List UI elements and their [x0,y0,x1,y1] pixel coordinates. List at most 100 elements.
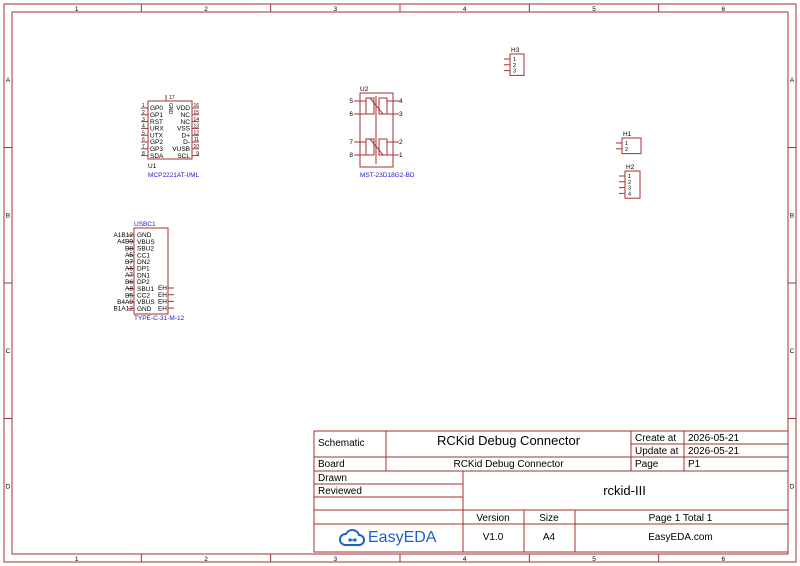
usbc1-pin-name: CC1 [137,252,150,259]
board-value: RCKid Debug Connector [453,459,564,470]
usbc1-body [133,227,169,315]
u1-pin-number: 11 [194,137,199,143]
u1-pin-name: SDA [150,153,164,160]
u1-designator: U1 [148,163,157,170]
h1-designator: H1 [623,131,632,138]
u1-pin-number: 14 [193,117,199,123]
usbc1-pin-name: SBU2 [137,246,154,253]
usbc1-pin-name: EH [158,299,167,306]
col-label: 4 [463,556,467,563]
usbc1-pin-name: EH [158,285,167,292]
version-value: V1.0 [482,532,504,543]
usbc1-pin-number: B1A12 [113,306,133,313]
usbc1-pin-number: A1B12 [113,232,133,239]
schematic-label: Schematic [318,438,365,449]
page-total: Page 1 Total 1 [648,513,713,524]
usbc1-pin-number: A8 [125,286,133,293]
u1-pin-number: 13 [193,124,199,130]
usbc1-pin-number: B7 [125,259,133,266]
u1-pin-name: RST [150,119,163,126]
u1-pin-number: 3 [142,117,145,123]
u1-body [147,100,193,160]
u1-pin-name: NC [181,112,191,119]
u1-pin-number: 7 [142,144,145,150]
u2-pin-number: 8 [349,152,353,159]
u1-pin-number: 12 [193,130,199,136]
col-label: 2 [204,6,208,13]
u2-pin-number: 6 [349,111,353,118]
drawn-label: Drawn [318,473,347,484]
usbc1-pin-number: B4A9 [117,299,133,306]
u2-value: MST-23D18G2-BD [360,172,415,179]
u1-value: MCP2221AT-I/ML [148,172,200,179]
row-label: A [6,77,11,84]
u1-pin-number: 6 [142,137,145,143]
usbc1-pin-name: DP2 [137,279,150,286]
usbc1-pin-name: DN2 [137,259,150,266]
reviewed-label: Reviewed [318,486,362,497]
col-label: 3 [334,6,338,13]
u1-pin-name: GP3 [150,146,163,153]
update-at-label: Update at [635,446,679,457]
project-name: rckid-III [603,483,646,498]
u1-pin-number: 1 [142,103,145,109]
page-value: P1 [688,459,701,470]
u1-pin-name: GP1 [150,112,163,119]
row-label: C [790,348,795,355]
board-label: Board [318,459,345,470]
row-label: C [6,348,11,355]
title-block-border [313,430,789,553]
u1-pin-name: GND [167,103,173,115]
usbc1-pin-name: DN1 [137,272,150,279]
usbc1-pin-number: A4B9 [117,239,133,246]
u2-pin-number: 5 [349,98,353,105]
h2-pin-name: 2 [628,180,631,186]
u1-pin-name: URX [150,126,164,133]
logo-text: EasyEDA [368,529,437,546]
h1-pin-name: 1 [625,141,628,147]
h2-body [624,170,641,199]
row-label: B [6,212,10,219]
u1-pin-name: SCL [177,153,190,160]
component-h1: H1 12 [616,131,642,155]
usbc1-pin-name: VBUS [137,239,155,246]
usbc1-pin-number: B6 [125,279,133,286]
h3-designator: H3 [511,47,520,54]
u2-body [359,92,394,168]
site-url: EasyEDA.com [648,532,713,543]
u2-designator: U2 [360,86,369,93]
h1-body [621,137,642,155]
u1-pin-number: 8 [142,151,145,157]
update-at-value: 2026-05-21 [688,446,740,457]
u1-pin-number: 17 [169,95,175,101]
create-at-value: 2026-05-21 [688,433,740,444]
u1-pin-name: NC [181,119,191,126]
u2-contact [378,97,388,115]
usbc1-pin-name: VBUS [137,299,155,306]
col-label: 6 [722,556,726,563]
u1-pin-name: VUSB [172,146,190,153]
u2-pin-number: 2 [399,139,403,146]
row-label: D [790,483,795,490]
u1-pin-number: 15 [193,110,199,116]
col-label: 2 [204,556,208,563]
u1-pin-number: 2 [142,110,145,116]
version-label: Version [476,513,510,524]
h2-pin-name: 4 [628,191,631,197]
u1-pin-number: 5 [142,130,145,136]
row-label: B [790,212,794,219]
u2-pin-number: 3 [399,111,403,118]
usbc1-pin-number: B5 [125,292,133,299]
h1-pin-name: 2 [625,147,628,153]
h2-designator: H2 [626,164,635,171]
usbc1-pin-name: GND [137,306,152,313]
u1-pin-name: D- [183,139,190,146]
cloud-icon [339,529,365,546]
u2-pin-number: 4 [399,98,403,105]
